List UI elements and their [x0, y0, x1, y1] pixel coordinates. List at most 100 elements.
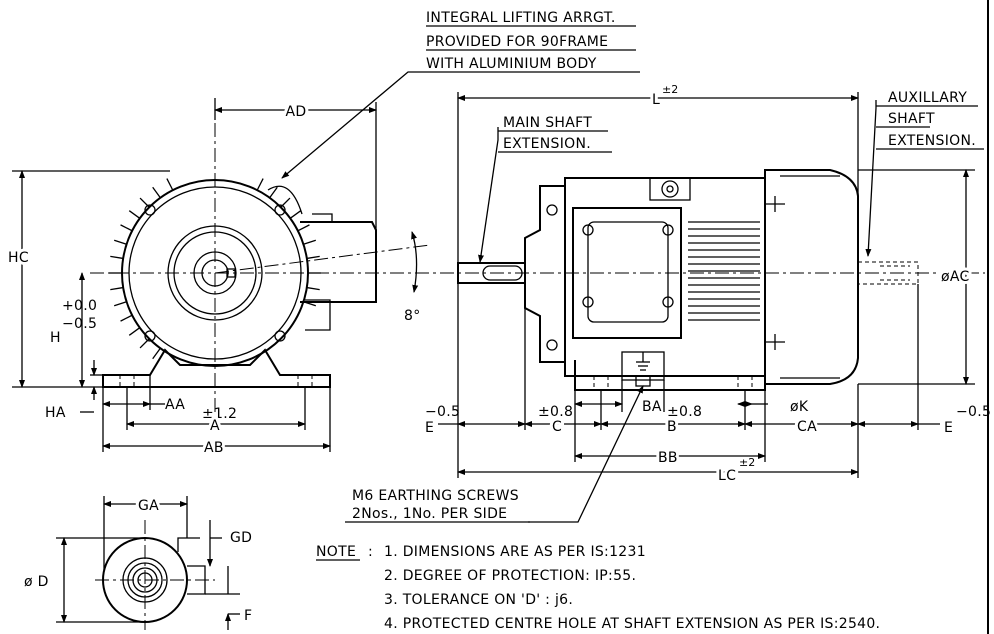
L-label: L [652, 92, 660, 108]
fin [110, 286, 124, 291]
H-tol-bottom: −0.5 [62, 316, 97, 332]
E-tol-right: −0.5 [956, 404, 991, 420]
cable-gland [305, 299, 331, 331]
shaft-keyway [177, 537, 206, 595]
K-label: øK [790, 399, 809, 415]
mounting-feet [102, 348, 331, 388]
terminal-box-top [572, 207, 682, 339]
lifting-hole [661, 180, 679, 198]
notes-heading: NOTE [316, 544, 356, 560]
note-item-3: 3. TOLERANCE ON 'D' : j6. [384, 592, 573, 608]
frame-end-shield [128, 186, 302, 360]
E-tol-left: −0.5 [425, 404, 460, 420]
lifting-line-1: INTEGRAL LIFTING ARRGT. [426, 10, 616, 26]
AD-label: AD [286, 104, 307, 120]
fin [269, 186, 278, 199]
shaft-inner [201, 259, 229, 287]
aux-line-3: EXTENSION. [888, 133, 976, 149]
C-tolerance: ±0.8 [538, 404, 573, 420]
B-tolerance: ±0.8 [667, 404, 702, 420]
earthing-callout: M6 EARTHING SCREWS 2Nos., 1No. PER SIDE [345, 488, 530, 523]
terminal-box [300, 221, 377, 303]
bearing-housing-inner [173, 231, 257, 315]
foot-bolt-holes [119, 375, 313, 387]
fin [306, 255, 320, 260]
earthing-line-2: 2Nos., 1No. PER SIDE [352, 506, 507, 522]
B-label: B [667, 419, 677, 435]
AB-label: AB [204, 440, 224, 456]
fin [303, 239, 317, 245]
fin [113, 301, 127, 307]
fan-cowl [764, 169, 859, 385]
LC-label: LC [718, 468, 736, 484]
side-view: L ±2 øAC E −0.5 C ±0.8 B ±0.8 BA øK [281, 71, 991, 523]
CA-label: CA [797, 419, 817, 435]
lifting-line-2: PROVIDED FOR 90FRAME [426, 34, 608, 50]
BA-label: BA [642, 399, 662, 415]
fin [120, 314, 133, 322]
HA-label: HA [45, 405, 66, 421]
side-feet [574, 360, 766, 391]
main-shaft-callout: MAIN SHAFT EXTENSION. [498, 115, 612, 153]
GD-label: GD [230, 530, 252, 546]
notes-colon: : [368, 544, 373, 560]
fin [128, 210, 141, 219]
fin [113, 239, 127, 245]
lifting-leader [281, 71, 426, 179]
earthing-leader [528, 385, 644, 523]
E-label-right: E [944, 420, 953, 436]
D-label: ø D [24, 574, 49, 590]
earthing-line-1: M6 EARTHING SCREWS [352, 488, 519, 504]
end-view: 8° AD HC +0.0 −0.5 H HA AA ±1.2 A [5, 98, 440, 459]
aux-line-1: AUXILLARY [888, 90, 967, 106]
shaft-outer [193, 251, 237, 295]
note-item-1: 1. DIMENSIONS ARE AS PER IS:1231 [384, 544, 646, 560]
A-tolerance: ±1.2 [202, 406, 237, 422]
C-label: C [552, 419, 562, 435]
fin [306, 286, 320, 291]
AA-label: AA [165, 397, 185, 413]
note-item-4: 4. PROTECTED CENTRE HOLE AT SHAFT EXTENS… [384, 616, 880, 632]
fin [256, 178, 264, 191]
L-tolerance: ±2 [662, 83, 678, 96]
fin [128, 327, 141, 336]
notes-block: NOTE : 1. DIMENSIONS ARE AS PER IS:1231 … [316, 544, 880, 632]
BB-label: BB [658, 450, 678, 466]
fin [297, 224, 310, 232]
F-label: F [244, 608, 252, 624]
main-shaft-leader [478, 127, 499, 263]
fin [110, 255, 124, 260]
note-item-2: 2. DEGREE OF PROTECTION: IP:55. [384, 568, 636, 584]
terminal-box-screws [582, 224, 674, 308]
AC-label: øAC [941, 269, 970, 285]
LC-tolerance: ±2 [739, 456, 755, 469]
drive-end-shield [524, 185, 566, 363]
bearing-housing-outer [167, 225, 263, 321]
GA-label: GA [138, 498, 159, 514]
fin [289, 210, 302, 219]
aux-shaft-callout: AUXILLARY SHAFT EXTENSION. [876, 90, 984, 150]
shaft-key [226, 268, 236, 278]
aux-shaft-leader [865, 100, 877, 257]
side-cooling-fins [688, 221, 760, 321]
fin [120, 224, 133, 232]
lifting-callout: INTEGRAL LIFTING ARRGT. PROVIDED FOR 90F… [426, 10, 640, 73]
HC-label: HC [8, 250, 29, 266]
end-shield-bolts [144, 204, 286, 342]
A-label: A [210, 418, 220, 434]
aux-shaft [857, 261, 919, 285]
lifting-line-3: WITH ALUMINIUM BODY [426, 56, 597, 72]
lifting-eye [267, 185, 303, 215]
H-label: H [50, 330, 61, 346]
angle-label: 8° [404, 308, 421, 324]
E-label-left: E [425, 420, 434, 436]
main-shaft-line-2: EXTENSION. [503, 136, 591, 152]
fin [152, 186, 161, 199]
fin [166, 178, 174, 191]
shaft-end-detail: GA ø D GD F [21, 495, 252, 630]
main-shaft-line-1: MAIN SHAFT [503, 115, 592, 131]
fin [152, 347, 161, 360]
aux-line-2: SHAFT [888, 111, 935, 127]
